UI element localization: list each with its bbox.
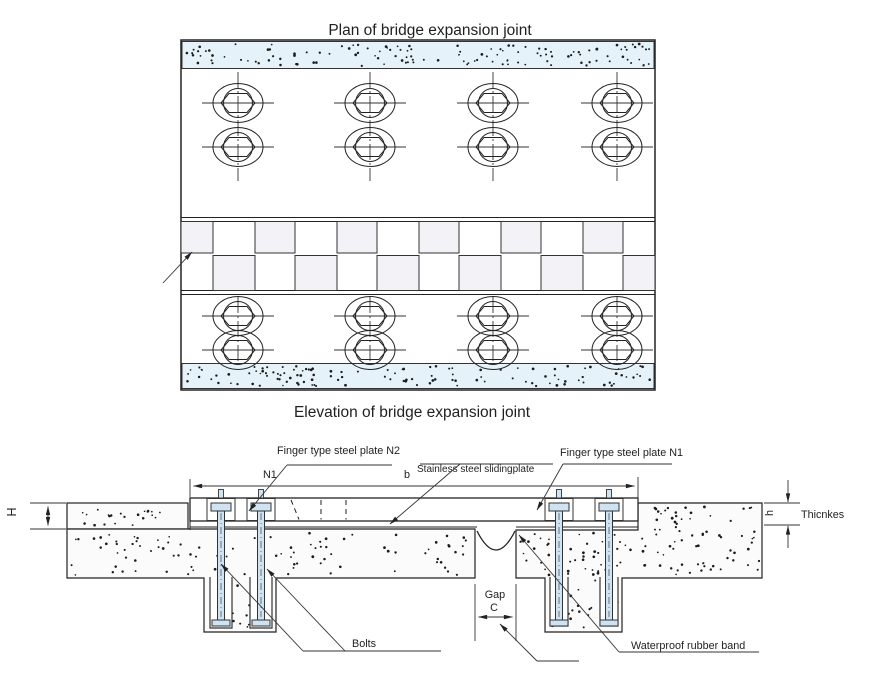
callout-bolts: Bolts xyxy=(220,563,441,652)
dim-b-label: b xyxy=(404,469,410,481)
plan-bolt-symbol xyxy=(581,83,653,123)
elevation-anchor-bolt xyxy=(206,489,236,627)
plan-bolt-symbol xyxy=(457,330,529,370)
callout-finger-plate-n1: Finger type steel plate N1 xyxy=(536,447,683,511)
gap-leader xyxy=(499,623,538,662)
plan-bolt-symbol xyxy=(334,330,406,370)
hidden-finger-edge xyxy=(290,499,300,520)
waterproof-rubber-band-shape xyxy=(476,530,516,551)
plan-bolt-symbol xyxy=(202,127,274,167)
plan-outline xyxy=(180,39,656,391)
dim-H-label: H xyxy=(5,507,19,516)
plan-top-band-speckle xyxy=(185,42,651,67)
elevation-title: Elevation of bridge expansion joint xyxy=(294,404,531,421)
dimension-h: h Thicnkes xyxy=(764,480,845,548)
gap-c-label: C xyxy=(490,602,498,614)
plan-bolt-symbol xyxy=(457,127,529,167)
gap-label: Gap xyxy=(485,589,505,601)
right-deck-concrete xyxy=(515,502,763,633)
callout-sliding-plate: Stainless steel slidingplate xyxy=(389,463,553,525)
plan-bolt-symbol xyxy=(581,330,653,370)
plan-anchor-bolts xyxy=(202,72,653,370)
plan-bolt-symbol xyxy=(334,127,406,167)
plan-view: Plan of bridge expansion joint xyxy=(162,22,656,391)
dimension-gap-c: Gap C xyxy=(474,584,579,662)
plan-bottom-band-speckle xyxy=(186,364,651,388)
finger-joint-plan xyxy=(162,217,656,295)
callout-finger-plate-n2: Finger type steel plate N2 N1 xyxy=(248,445,400,512)
plan-top-concrete-band xyxy=(181,41,655,69)
thickness-label: Thicnkes xyxy=(801,509,845,521)
waterproof-label: Waterproof rubber band xyxy=(631,640,745,652)
callout-waterproof: Waterproof rubber band xyxy=(518,534,759,653)
elevation-anchor-bolt xyxy=(544,489,574,627)
finger-plate-n2-label: Finger type steel plate N2 xyxy=(277,445,400,457)
plan-title: Plan of bridge expansion joint xyxy=(328,22,532,39)
finger-plate-n1-label: Finger type steel plate N1 xyxy=(560,447,683,459)
plan-bottom-concrete-band xyxy=(181,363,655,389)
upper-finger-teeth xyxy=(180,221,624,254)
dimension-b: b xyxy=(189,469,639,525)
plan-bolt-symbol xyxy=(457,83,529,123)
plan-bolt-symbol xyxy=(581,127,653,167)
plan-bolt-symbol xyxy=(202,330,274,370)
plan-bolt-symbol xyxy=(581,296,653,336)
dimension-H: H xyxy=(5,502,66,530)
joint-leader-arrow xyxy=(162,251,193,284)
plan-bolt-symbol xyxy=(334,83,406,123)
bolts-label: Bolts xyxy=(352,638,377,650)
dim-h-label: h xyxy=(764,510,776,516)
sliding-plate-label: Stainless steel slidingplate xyxy=(417,464,535,475)
lower-finger-teeth xyxy=(212,255,656,291)
n1-label: N1 xyxy=(263,469,277,481)
elevation-anchor-bolt xyxy=(594,489,624,627)
plan-bolt-symbol xyxy=(202,83,274,123)
elevation-view: Elevation of bridge expansion joint xyxy=(5,404,845,662)
